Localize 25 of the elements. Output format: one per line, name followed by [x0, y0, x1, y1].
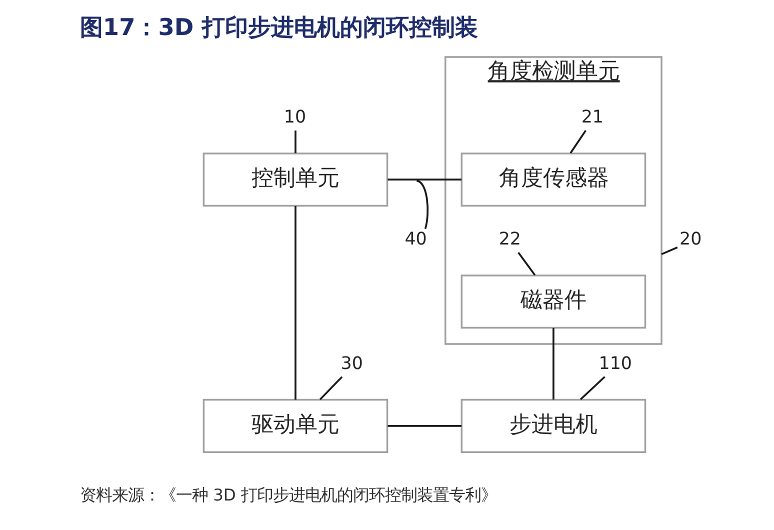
node-text: 110 [598, 354, 632, 374]
connector [661, 246, 678, 256]
node-box: 驱动单元 [202, 398, 388, 453]
node-text: 10 [284, 108, 306, 128]
diagram-title: 图17：3D 打印步进电机的闭环控制装 [80, 14, 478, 41]
node-box: 角度传感器 [460, 152, 646, 207]
node-text: 21 [581, 108, 604, 128]
connector [294, 130, 296, 154]
connector [518, 252, 536, 276]
connector [319, 376, 343, 400]
node-box: 控制单元 [202, 152, 388, 207]
connector [388, 178, 462, 181]
node-box: 磁器件 [460, 274, 646, 329]
node-text: 20 [679, 230, 702, 250]
node-text: 22 [498, 230, 521, 250]
caption: 资料来源：《一种 3D 打印步进电机的闭环控制装置专利》 [80, 486, 498, 505]
connector [570, 130, 586, 154]
node-box: 步进电机 [460, 398, 646, 453]
connector [294, 206, 296, 400]
node-text: 40 [404, 230, 427, 250]
connector [552, 328, 554, 400]
connector [416, 180, 429, 230]
connector [388, 425, 462, 427]
connector [580, 376, 606, 400]
node-text: 30 [340, 354, 363, 374]
